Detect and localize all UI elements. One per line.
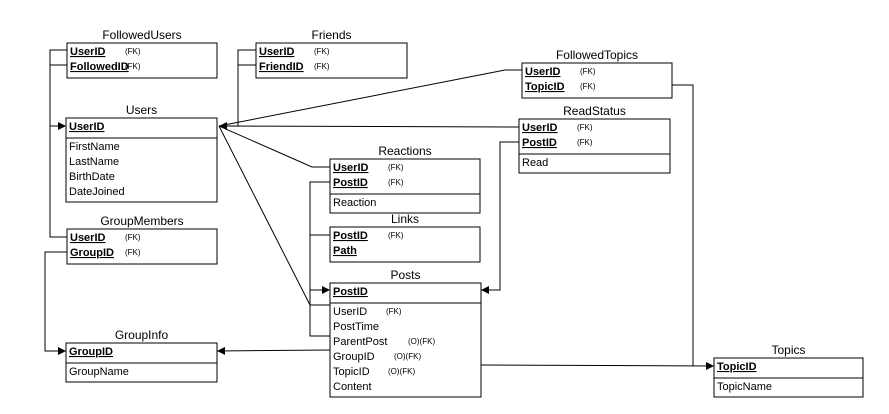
attribute-field: TopicName: [717, 381, 772, 393]
primary-key-field: PostID: [333, 177, 368, 189]
rel-reactions-users: [218, 125, 330, 168]
attribute-field: DateJoined: [69, 186, 125, 198]
attribute-field: Read: [522, 157, 548, 169]
rel-readstatus-posts: [481, 141, 519, 294]
primary-key-field: UserID: [70, 232, 106, 244]
attribute-field: BirthDate: [69, 171, 115, 183]
primary-key-field: FriendID: [259, 61, 304, 73]
rel-followedusers-users: [49, 49, 67, 130]
field-annotation: (FK): [577, 138, 593, 147]
primary-key-field: PostID: [333, 286, 368, 298]
field-annotation: (O)(FK): [408, 337, 435, 346]
table-title: GroupMembers: [100, 214, 183, 228]
field-annotation: (FK): [388, 178, 404, 187]
attribute-field: GroupName: [69, 366, 129, 378]
table-title: Posts: [390, 268, 420, 282]
table-title: Friends: [311, 28, 351, 42]
table-title: FollowedTopics: [556, 48, 638, 62]
primary-key-field: GroupID: [70, 247, 114, 259]
primary-key-field: TopicID: [525, 81, 565, 93]
entity-tables: FollowedUsersUserID(FK)FollowedID(FK)Fri…: [65, 28, 864, 398]
attribute-field: ParentPost: [333, 336, 387, 348]
rel-parentpost-posts: [309, 290, 330, 337]
primary-key-field: PostID: [522, 137, 557, 149]
attribute-field: FirstName: [69, 141, 120, 153]
primary-key-field: UserID: [70, 46, 106, 58]
primary-key-field: PostID: [333, 230, 368, 242]
primary-key-field: UserID: [259, 46, 295, 58]
table-box: [518, 118, 671, 174]
table-box: [65, 117, 218, 203]
field-annotation: (FK): [580, 67, 596, 76]
table-box: [66, 42, 218, 79]
rel-groupmembers-groupinfo: [44, 251, 67, 355]
attribute-field: GroupID: [333, 351, 375, 363]
rel-followedtopics-topics: [672, 84, 694, 366]
attribute-field: TopicID: [333, 366, 370, 378]
field-annotation: (FK): [386, 307, 402, 316]
primary-key-field: UserID: [525, 66, 561, 78]
field-annotation: (O)(FK): [394, 352, 421, 361]
relationship-lines: [44, 49, 715, 370]
table-box: [329, 282, 482, 398]
field-annotation: (FK): [314, 62, 330, 71]
primary-key-field: UserID: [333, 162, 369, 174]
rel-groupmembers-users: [49, 126, 67, 238]
primary-key-field: UserID: [522, 122, 558, 134]
table-box: [329, 158, 481, 214]
field-annotation: (FK): [388, 163, 404, 172]
table-title: ReadStatus: [563, 104, 626, 118]
field-annotation: (FK): [314, 47, 330, 56]
attribute-field: Content: [333, 381, 372, 393]
rel-posts-users: [218, 125, 330, 306]
field-annotation: (FK): [125, 248, 141, 257]
table-title: Links: [391, 212, 419, 226]
table-box: [66, 228, 218, 265]
table-box: [329, 226, 481, 263]
rel-posts-groupinfo: [216, 346, 331, 355]
field-annotation: (FK): [580, 82, 596, 91]
field-annotation: (FK): [125, 47, 141, 56]
rel-followedtopics-users: [218, 69, 522, 127]
field-annotation: (FK): [577, 123, 593, 132]
primary-key-field: GroupID: [69, 346, 113, 358]
primary-key-field: FollowedID: [70, 61, 129, 73]
primary-key-field: TopicID: [717, 361, 757, 373]
primary-key-field: UserID: [69, 121, 105, 133]
attribute-field: PostTime: [333, 321, 379, 333]
rel-posts-topics: [480, 361, 715, 370]
table-title: Reactions: [378, 144, 431, 158]
attribute-field: LastName: [69, 156, 119, 168]
attribute-field: Reaction: [333, 197, 376, 209]
field-annotation: (O)(FK): [388, 367, 415, 376]
primary-key-field: Path: [333, 245, 357, 257]
rel-reactions-posts: [309, 181, 330, 294]
rel-readstatus-users: [218, 125, 520, 128]
table-box: [255, 42, 408, 79]
rel-friends-users: [219, 49, 256, 130]
field-annotation: (FK): [388, 231, 404, 240]
table-title: Users: [126, 103, 157, 117]
table-title: GroupInfo: [115, 328, 169, 342]
table-title: Topics: [771, 343, 805, 357]
field-annotation: (FK): [125, 233, 141, 242]
table-title: FollowedUsers: [102, 28, 181, 42]
field-annotation: (FK): [125, 62, 141, 71]
table-box: [521, 62, 673, 99]
attribute-field: UserID: [333, 306, 367, 318]
